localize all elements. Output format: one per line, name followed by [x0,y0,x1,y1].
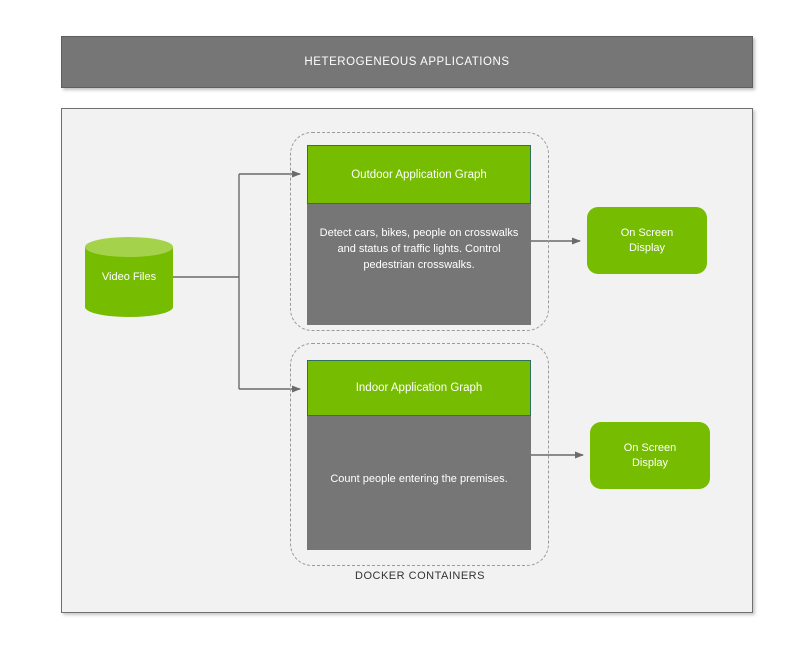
outdoor-application-header: Outdoor Application Graph [307,145,531,204]
osd-outdoor-label-line1: On Screen [620,226,674,239]
osd-outdoor-label: On Screen Display [621,226,674,256]
header-banner: HETEROGENEOUS APPLICATIONS [61,36,753,88]
outdoor-application-card[interactable]: Outdoor Application Graph Detect cars, b… [307,145,531,325]
video-files-label: Video Files [101,271,157,283]
header-title: HETEROGENEOUS APPLICATIONS [304,56,510,68]
cylinder-body-icon [85,247,173,307]
docker-containers-caption: DOCKER CONTAINERS [355,570,485,582]
cylinder-top-icon [85,237,173,257]
on-screen-display-outdoor[interactable]: On Screen Display [587,207,707,274]
osd-outdoor-label-line2: Display [628,241,666,254]
video-files-node[interactable]: Video Files [85,237,173,317]
indoor-application-card[interactable]: Indoor Application Graph Count people en… [307,360,531,550]
docker-container-outdoor [290,132,549,331]
indoor-application-description: Count people entering the premises. [307,416,531,550]
indoor-application-header: Indoor Application Graph [307,360,531,416]
osd-indoor-label: On Screen Display [624,441,677,471]
outdoor-application-description: Detect cars, bikes, people on crosswalks… [307,204,531,325]
osd-indoor-label-line2: Display [631,456,669,469]
docker-container-indoor [290,343,549,566]
on-screen-display-indoor[interactable]: On Screen Display [590,422,710,489]
osd-indoor-label-line1: On Screen [623,441,677,454]
